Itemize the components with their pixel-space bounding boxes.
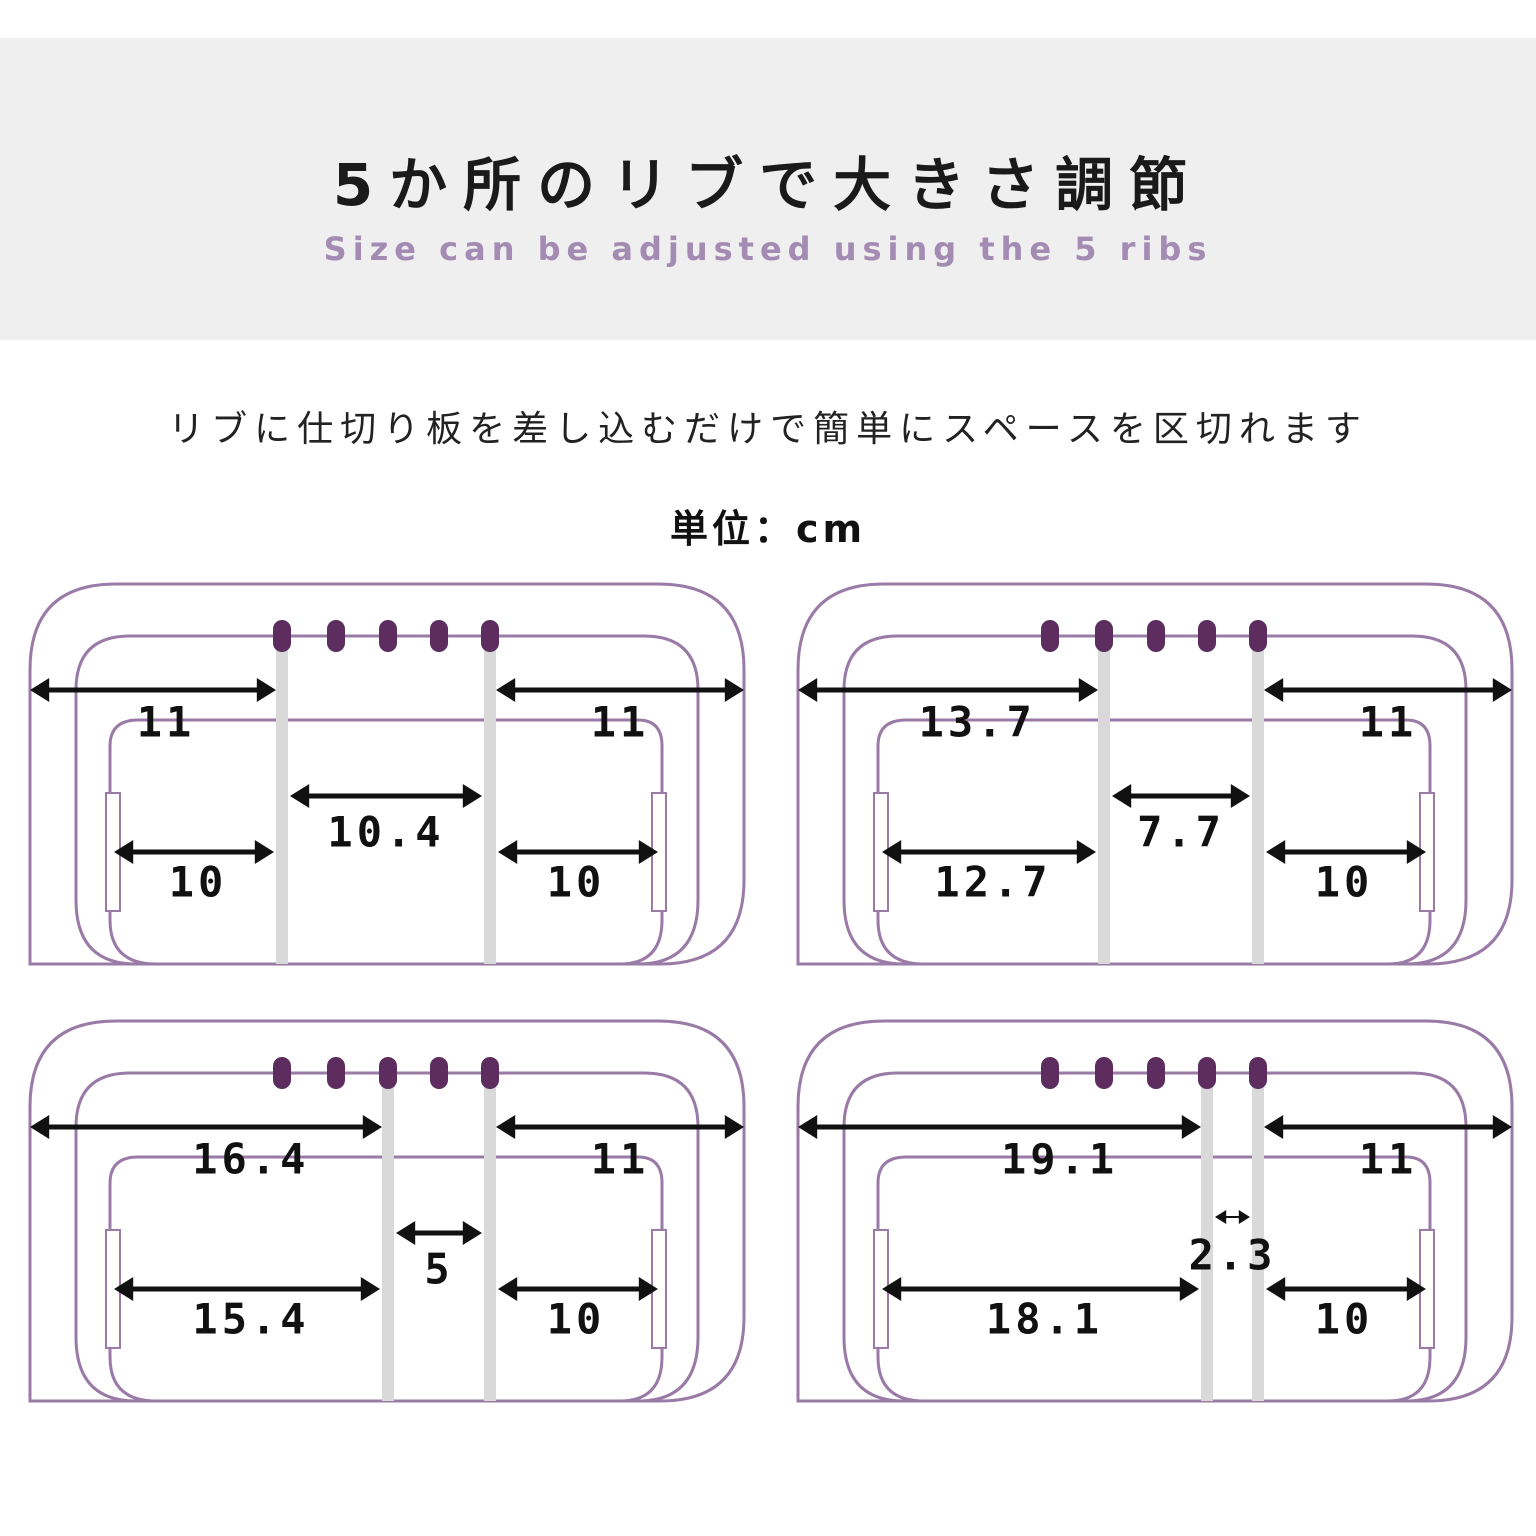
diagram-panel-3: 16.4 11 5 15.4 10 [26,1017,756,1417]
arrow-inner-right [1266,840,1426,864]
rib-marker-4 [1198,1057,1216,1089]
dimension-label-outer-left: 11 [136,697,196,747]
divider-diagram [28,1019,746,1403]
divider-diagram [796,582,1514,966]
arrow-outer-right [496,678,744,702]
divider-diagram [796,1019,1514,1403]
arrow-middle [1112,784,1250,808]
rib-marker-3 [379,620,397,652]
middle-box-outline [74,634,700,966]
diagram-panel-1: 11 11 10.4 10 10 [26,580,756,980]
dimension-label-outer-right: 11 [1358,1134,1418,1184]
divider-plate [1201,1073,1213,1401]
dimension-label-inner-right: 10 [546,1294,606,1344]
rib-marker-1 [1041,1057,1059,1089]
divider-diagram [28,582,746,966]
description-text: リブに仕切り板を差し込むだけで簡単にスペースを区切れます [168,409,1368,450]
arrow-inner-left [882,1277,1199,1301]
arrow-inner-left [114,1277,380,1301]
dimension-label-outer-right: 11 [1358,697,1418,747]
divider-plate [276,636,288,964]
dimension-label-middle: 7.7 [1137,807,1225,857]
rib-marker-2 [1095,1057,1113,1089]
page-title: 5か所のリブで大きさ調節 [332,151,1204,219]
divider-plate [1252,1073,1264,1401]
unit-label: 単位：cm [669,507,867,551]
dimension-label-outer-left: 13.7 [918,697,1036,747]
arrow-outer-left [798,678,1098,702]
page-subtitle: Size can be adjusted using the 5 ribs [323,230,1213,268]
dimension-label-inner-left: 12.7 [934,857,1052,907]
arrow-inner-right [498,1277,658,1301]
dimension-label-middle: 5 [424,1244,454,1294]
divider-plate [484,1073,496,1401]
rib-marker-1 [1041,620,1059,652]
rib-marker-2 [327,620,345,652]
inner-box-outline [108,718,664,966]
rib-marker-2 [1095,620,1113,652]
dimension-label-inner-right: 10 [1314,857,1374,907]
rib-marker-4 [1198,620,1216,652]
dimension-label-outer-right: 11 [590,1134,650,1184]
dimension-label-middle: 2.3 [1188,1230,1277,1280]
dimension-label-inner-left: 15.4 [192,1294,310,1344]
arrow-outer-left [30,1115,382,1139]
arrow-middle [290,784,482,808]
dimension-label-outer-right: 11 [590,697,650,747]
rib-marker-1 [273,1057,291,1089]
arrow-outer-right [1264,1115,1512,1139]
arrow-middle [396,1221,482,1245]
diagram-panel-4: 19.1 11 2.3 18.1 10 [794,1017,1524,1417]
rib-marker-5 [481,620,499,652]
outer-box-outline [796,1019,1514,1403]
outer-box-outline [28,1019,746,1403]
middle-box-outline [842,634,1468,966]
arrow-inner-right [1266,1277,1426,1301]
inner-box-outline [876,1155,1432,1403]
rib-marker-5 [1249,620,1267,652]
arrow-outer-left [798,1115,1201,1139]
rib-marker-1 [273,620,291,652]
rib-marker-3 [1147,1057,1165,1089]
divider-plate [1252,636,1264,964]
dimension-label-outer-left: 16.4 [192,1134,310,1184]
dimension-label-inner-left: 10 [168,857,228,907]
dimension-label-outer-left: 19.1 [1001,1134,1119,1184]
header-banner [0,38,1536,340]
divider-plate [484,636,496,964]
rib-marker-3 [379,1057,397,1089]
dimension-label-inner-left: 18.1 [985,1294,1104,1344]
rib-marker-5 [1249,1057,1267,1089]
middle-box-outline [842,1071,1468,1403]
dimension-label-middle: 10.4 [327,807,445,857]
dimension-label-inner-right: 10 [546,857,606,907]
divider-plate [382,1073,394,1401]
arrow-inner-left [882,840,1096,864]
rib-marker-4 [430,620,448,652]
outer-box-outline [28,582,746,966]
inner-box-outline [876,718,1432,966]
arrow-inner-right [498,840,658,864]
rib-marker-4 [430,1057,448,1089]
rib-marker-3 [1147,620,1165,652]
rib-marker-2 [327,1057,345,1089]
divider-plate [1098,636,1110,964]
rib-marker-5 [481,1057,499,1089]
arrow-inner-left [114,840,274,864]
arrow-outer-right [1264,678,1512,702]
inner-box-outline [108,1155,664,1403]
diagram-panel-2: 13.7 11 7.7 12.7 10 [794,580,1524,980]
outer-box-outline [796,582,1514,966]
dimension-label-inner-right: 10 [1314,1294,1374,1344]
arrow-outer-right [496,1115,744,1139]
arrow-middle [1215,1210,1250,1224]
arrow-outer-left [30,678,276,702]
